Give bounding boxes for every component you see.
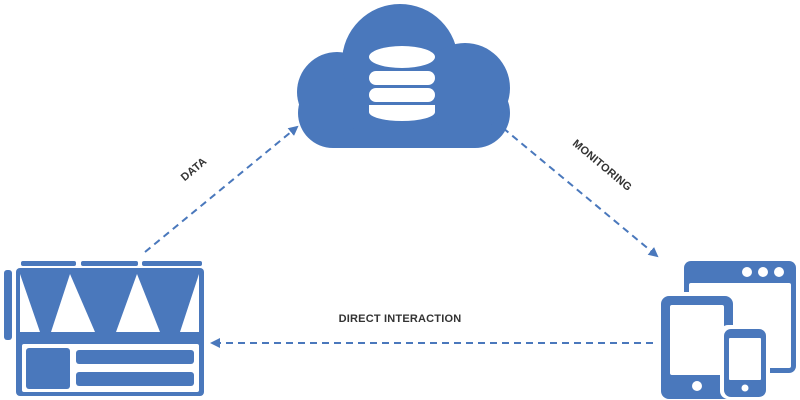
machine-press-teeth (20, 274, 199, 332)
tablet-icon (657, 292, 737, 399)
machine-bar-bottom (76, 372, 194, 386)
cloud-database-icon (297, 4, 510, 148)
monitoring-arrow (502, 127, 659, 258)
monitoring-label: MONITORING (570, 138, 634, 194)
machine-bar-top (76, 350, 194, 364)
machine-screen (26, 348, 70, 389)
database-icon (369, 46, 435, 121)
multi-device-icon (657, 261, 796, 399)
data-label: DATA (179, 156, 209, 184)
phone-icon (720, 325, 770, 399)
direct-interaction-label: DIRECT INTERACTION (339, 313, 462, 325)
industrial-machine-icon (4, 261, 204, 396)
data-arrow (144, 125, 299, 253)
